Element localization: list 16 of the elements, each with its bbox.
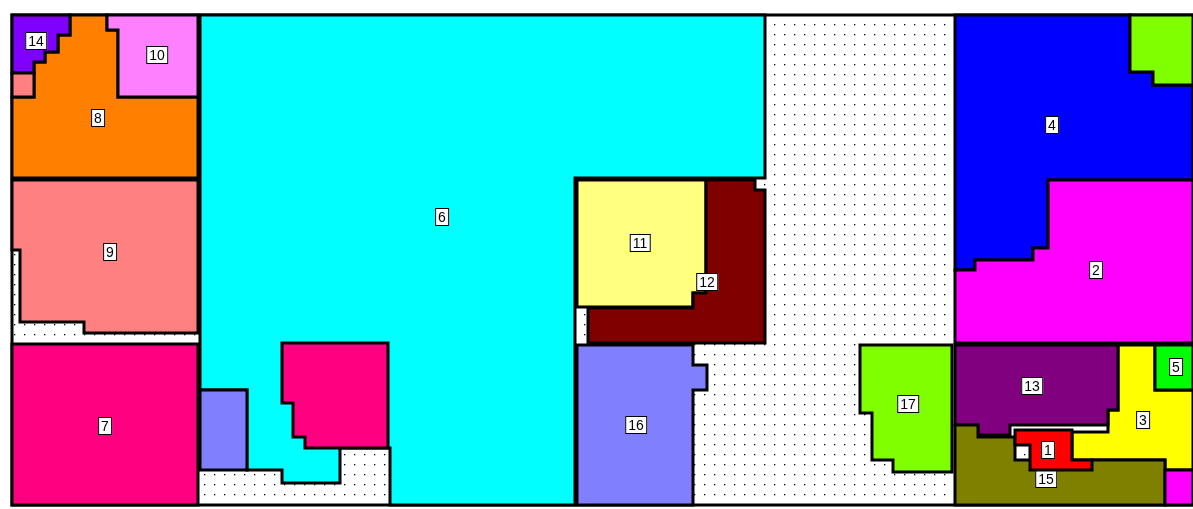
region-number: 13 — [1021, 377, 1043, 395]
region-number: 17 — [897, 395, 919, 413]
region-number: 10 — [146, 46, 168, 64]
region-number: 7 — [98, 417, 112, 435]
region-number: 9 — [103, 243, 117, 261]
region-number: 1 — [1041, 441, 1055, 459]
region-number: 14 — [25, 32, 47, 50]
region-number: 16 — [625, 416, 647, 434]
region-number: 4 — [1045, 116, 1059, 134]
region-number: 2 — [1089, 261, 1103, 279]
region-number: 6 — [435, 208, 449, 226]
region-number: 11 — [629, 234, 651, 252]
region-number: 12 — [696, 273, 718, 291]
region-number: 8 — [91, 109, 105, 127]
region-number: 5 — [1169, 358, 1183, 376]
region-number: 3 — [1136, 411, 1150, 429]
